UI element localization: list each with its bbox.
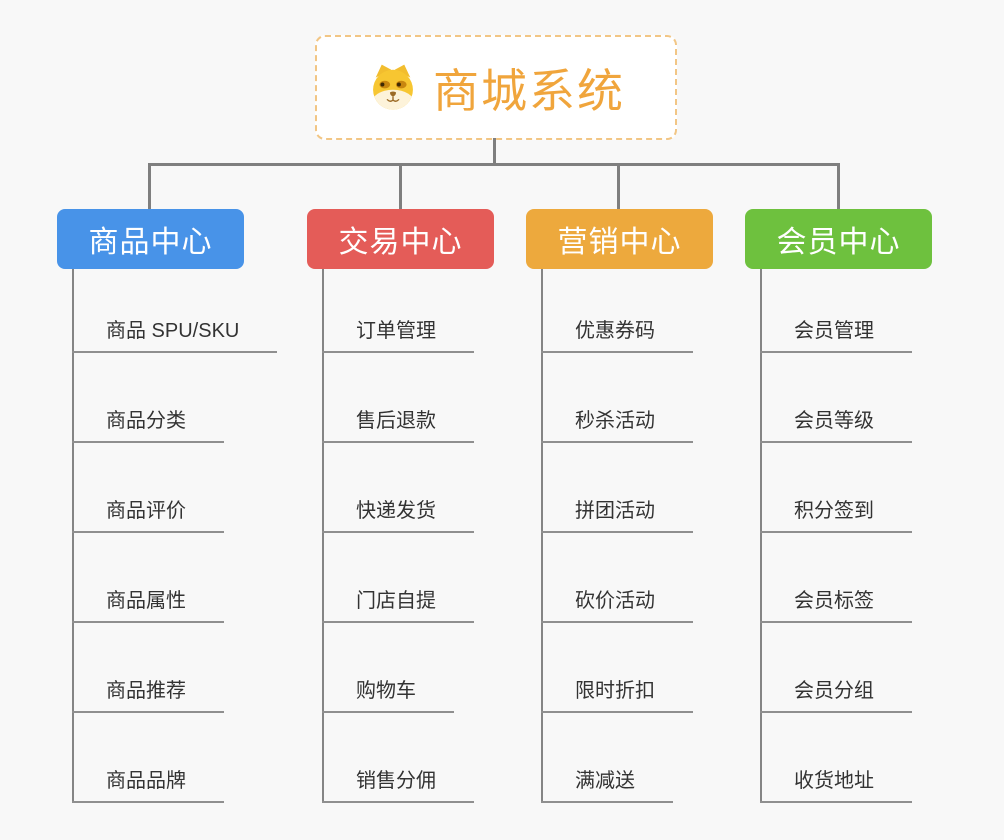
branch-subtopics: 商品 SPU/SKU 商品分类 商品评价 商品属性 商品推荐 商品品牌 <box>72 269 278 803</box>
connector-root-stem <box>493 138 496 164</box>
branch-label: 商品中心 <box>88 226 213 259</box>
branch-trunk-line <box>322 269 324 803</box>
root-node-mall-system[interactable]: 商城系统 <box>315 35 677 140</box>
subtopic-node[interactable]: 满减送 <box>541 767 673 803</box>
connector-drop-line <box>148 163 151 210</box>
subtopic-node[interactable]: 会员等级 <box>760 407 912 443</box>
branch-trunk-line <box>760 269 762 803</box>
subtopic-node[interactable]: 会员标签 <box>760 587 912 623</box>
branch-trunk-line <box>72 269 74 803</box>
subtopic-node[interactable]: 拼团活动 <box>541 497 693 533</box>
connector-drop-line <box>837 163 840 210</box>
branch-label: 交易中心 <box>338 226 463 259</box>
branch-node-product-center[interactable]: 商品中心 <box>57 209 244 269</box>
subtopic-node[interactable]: 秒杀活动 <box>541 407 693 443</box>
subtopic-node[interactable]: 限时折扣 <box>541 677 693 713</box>
root-title: 商城系统 <box>433 64 625 117</box>
branch-node-trade-center[interactable]: 交易中心 <box>307 209 494 269</box>
branch-trunk-line <box>541 269 543 803</box>
connector-horizontal-bar <box>148 163 840 166</box>
shiba-dog-icon <box>373 64 413 110</box>
subtopic-node[interactable]: 购物车 <box>322 677 454 713</box>
subtopic-node[interactable]: 收货地址 <box>760 767 912 803</box>
branch-subtopics: 订单管理 售后退款 快递发货 门店自提 购物车 销售分佣 <box>322 269 474 803</box>
subtopic-node[interactable]: 商品 SPU/SKU <box>72 317 278 353</box>
subtopic-node[interactable]: 优惠券码 <box>541 317 693 353</box>
branch-label: 营销中心 <box>557 226 682 259</box>
subtopic-node[interactable]: 商品属性 <box>72 587 224 623</box>
subtopic-node[interactable]: 销售分佣 <box>322 767 474 803</box>
branch-subtopics: 会员管理 会员等级 积分签到 会员标签 会员分组 收货地址 <box>760 269 912 803</box>
subtopic-node[interactable]: 订单管理 <box>322 317 474 353</box>
subtopic-node[interactable]: 门店自提 <box>322 587 474 623</box>
subtopic-node[interactable]: 积分签到 <box>760 497 912 533</box>
subtopic-node[interactable]: 砍价活动 <box>541 587 693 623</box>
subtopic-node[interactable]: 售后退款 <box>322 407 474 443</box>
branch-node-marketing-center[interactable]: 营销中心 <box>526 209 713 269</box>
connector-drop-line <box>617 163 620 210</box>
subtopic-node[interactable]: 商品品牌 <box>72 767 224 803</box>
branch-label: 会员中心 <box>776 226 901 259</box>
branch-node-member-center[interactable]: 会员中心 <box>745 209 932 269</box>
subtopic-node[interactable]: 商品分类 <box>72 407 224 443</box>
subtopic-node[interactable]: 商品评价 <box>72 497 224 533</box>
branch-subtopics: 优惠券码 秒杀活动 拼团活动 砍价活动 限时折扣 满减送 <box>541 269 693 803</box>
subtopic-node[interactable]: 商品推荐 <box>72 677 224 713</box>
connector-drop-line <box>399 163 402 210</box>
subtopic-node[interactable]: 快递发货 <box>322 497 474 533</box>
subtopic-node[interactable]: 会员分组 <box>760 677 912 713</box>
subtopic-node[interactable]: 会员管理 <box>760 317 912 353</box>
